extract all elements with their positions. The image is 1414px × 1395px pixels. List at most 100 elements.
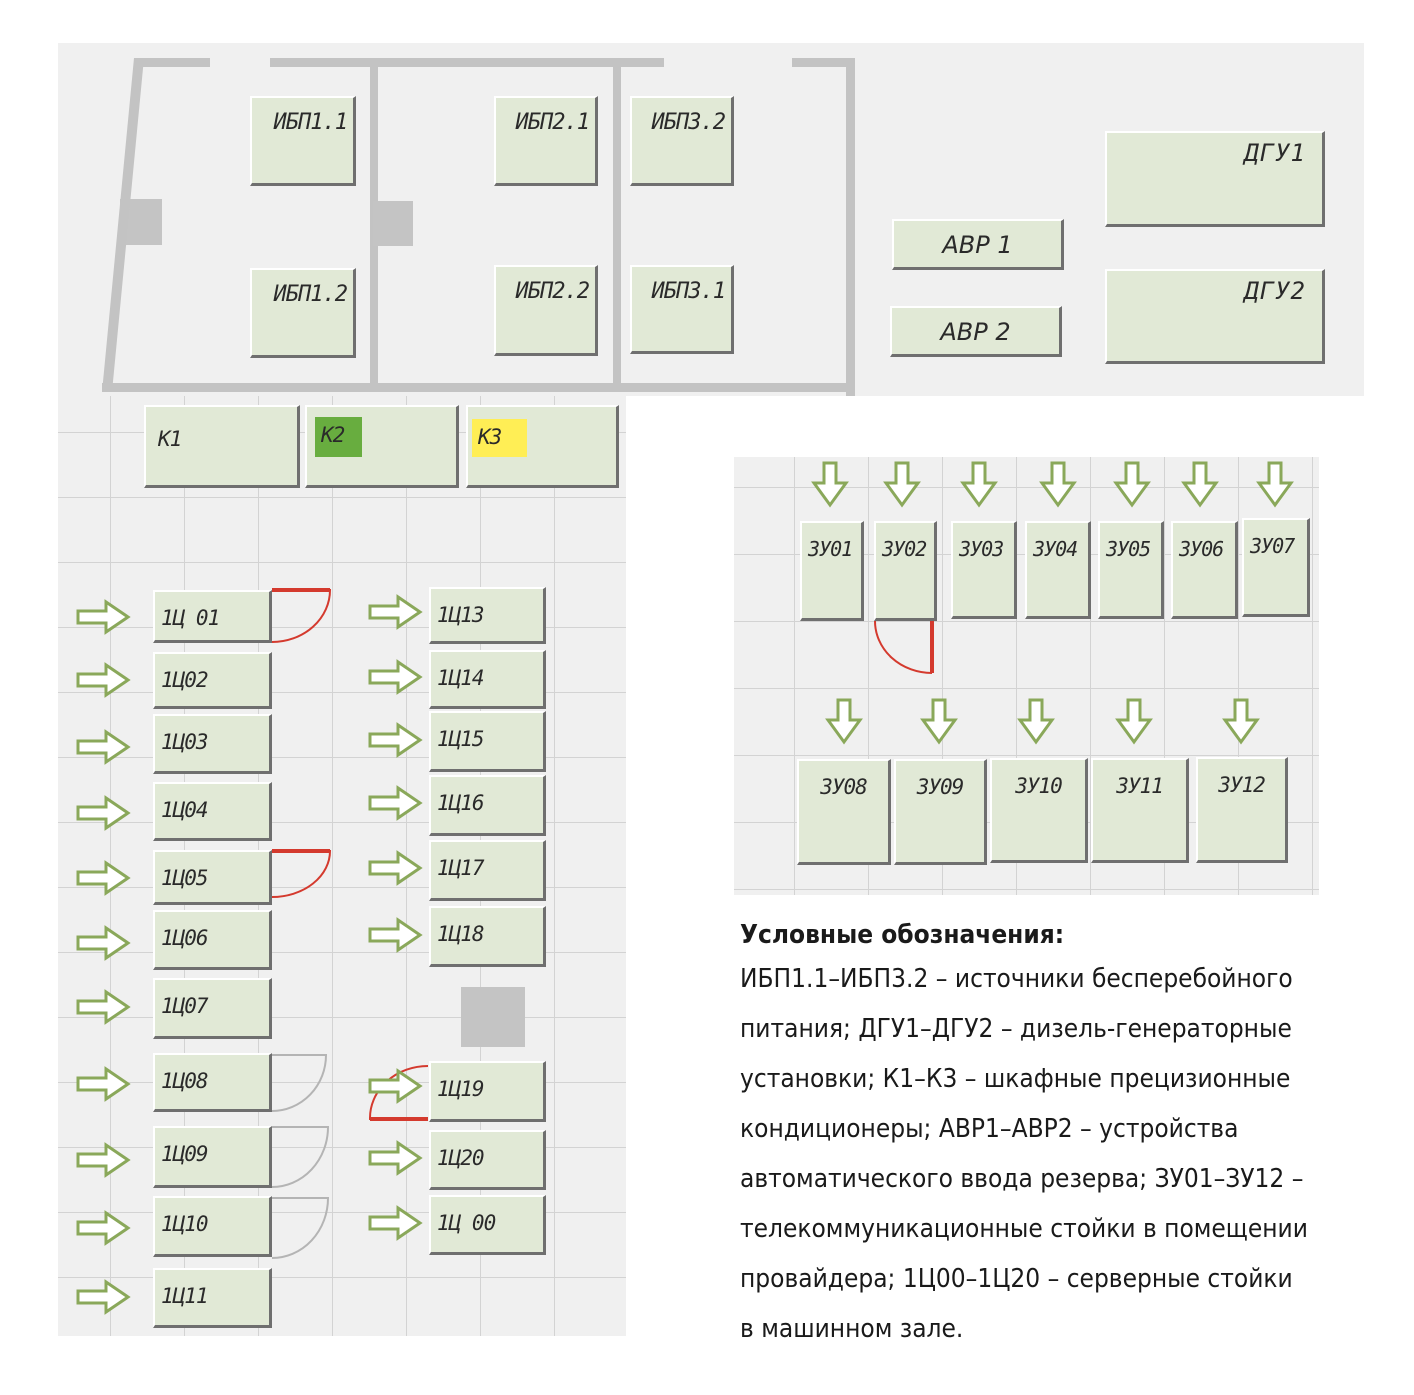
- telecom-rack[interactable]: ЗУ11: [1091, 758, 1189, 863]
- server-rack[interactable]: 1Ц16: [429, 775, 546, 836]
- rack-label: 1Ц03: [161, 730, 209, 754]
- legend: Условные обозначения: ИБП1.1–ИБП3.2 – ис…: [740, 910, 1400, 1354]
- telecom-rack[interactable]: ЗУ04: [1025, 521, 1091, 619]
- telecom-label: ЗУ03: [959, 537, 1004, 561]
- server-rack[interactable]: 1Ц14: [429, 650, 546, 709]
- ups-label: ИБП3.1: [651, 279, 726, 304]
- dgu-label: ДГУ2: [1244, 277, 1306, 305]
- telecom-rack[interactable]: ЗУ02: [874, 521, 937, 621]
- server-rack[interactable]: 1Ц 00: [429, 1195, 546, 1255]
- server-rack[interactable]: 1Ц15: [429, 711, 546, 772]
- telecom-rack[interactable]: ЗУ01: [800, 521, 864, 621]
- avr-label: АВР 2: [940, 318, 1011, 346]
- ups-label: ИБП2.2: [515, 279, 590, 304]
- ups-unit[interactable]: ИБП3.1: [630, 265, 734, 354]
- conditioner-label: К2: [315, 417, 363, 457]
- wall-top-right: [792, 58, 854, 67]
- telecom-label: ЗУ05: [1106, 537, 1151, 561]
- telecom-label: ЗУ06: [1179, 537, 1224, 561]
- telecom-label: ЗУ04: [1033, 537, 1078, 561]
- ups-unit[interactable]: ИБП3.2: [630, 96, 734, 186]
- rack-label: 1Ц08: [161, 1069, 209, 1093]
- telecom-rack[interactable]: ЗУ12: [1196, 757, 1288, 863]
- avr-unit[interactable]: АВР 2: [890, 306, 1062, 357]
- server-rack[interactable]: 1Ц07: [153, 978, 272, 1039]
- telecom-rack[interactable]: ЗУ06: [1171, 521, 1238, 619]
- telecom-rack[interactable]: ЗУ07: [1242, 518, 1310, 617]
- legend-line: кондиционеры; АВР1–АВР2 – устройства: [740, 1114, 1239, 1144]
- dgu-label: ДГУ1: [1244, 139, 1306, 167]
- server-rack[interactable]: 1Ц05: [153, 850, 272, 905]
- conditioner-unit[interactable]: К1: [144, 405, 300, 488]
- power-room-panel: ИБП1.1 ИБП1.2 ИБП2.1 ИБП2.2 ИБП3.2 ИБП3.…: [58, 43, 1364, 396]
- rack-label: 1Ц 00: [437, 1211, 496, 1235]
- rack-label: 1Ц 01: [161, 606, 220, 630]
- server-rack[interactable]: 1Ц 01: [153, 590, 272, 643]
- rack-label: 1Ц19: [437, 1077, 485, 1101]
- telecom-label: ЗУ09: [916, 775, 965, 799]
- telecom-rack[interactable]: ЗУ03: [951, 521, 1017, 619]
- rack-label: 1Ц05: [161, 866, 209, 890]
- conditioner-unit[interactable]: К3: [466, 405, 619, 488]
- legend-line: в машинном зале.: [740, 1314, 964, 1344]
- server-rack[interactable]: 1Ц10: [153, 1196, 272, 1257]
- server-rack[interactable]: 1Ц03: [153, 714, 272, 774]
- telecom-rack[interactable]: ЗУ05: [1098, 521, 1164, 619]
- rack-label: 1Ц20: [437, 1146, 485, 1170]
- column-block-1: [120, 199, 162, 245]
- server-rack[interactable]: 1Ц08: [153, 1053, 272, 1112]
- server-rack[interactable]: 1Ц11: [153, 1268, 272, 1328]
- ups-unit[interactable]: ИБП2.2: [494, 265, 598, 356]
- server-rack[interactable]: 1Ц20: [429, 1130, 546, 1190]
- server-rack[interactable]: 1Ц09: [153, 1126, 272, 1188]
- ups-label: ИБП1.1: [273, 110, 348, 135]
- telecom-label: ЗУ01: [808, 537, 853, 561]
- rack-label: 1Ц11: [161, 1284, 209, 1308]
- legend-line: телекоммуникационные стойки в помещении: [740, 1214, 1308, 1244]
- rack-label: 1Ц18: [437, 922, 485, 946]
- rack-label: 1Ц04: [161, 798, 209, 822]
- wall-top-mid: [270, 58, 664, 67]
- ups-unit[interactable]: ИБП1.2: [250, 268, 356, 358]
- server-rack[interactable]: 1Ц13: [429, 587, 546, 644]
- wall-top-left: [136, 58, 210, 67]
- ups-label: ИБП1.2: [273, 282, 348, 307]
- conditioner-label: К1: [158, 427, 182, 451]
- dgu-unit[interactable]: ДГУ2: [1105, 269, 1325, 364]
- server-rack[interactable]: 1Ц18: [429, 906, 546, 967]
- legend-title: Условные обозначения:: [740, 920, 1065, 950]
- ups-label: ИБП3.2: [651, 110, 726, 135]
- avr-unit[interactable]: АВР 1: [892, 219, 1064, 270]
- telecom-label: ЗУ07: [1250, 534, 1295, 558]
- telecom-rack[interactable]: ЗУ09: [894, 759, 987, 865]
- telecom-label: ЗУ10: [1015, 774, 1063, 798]
- telecom-rack[interactable]: ЗУ08: [797, 759, 891, 865]
- server-rack[interactable]: 1Ц06: [153, 910, 272, 970]
- legend-line: ИБП1.1–ИБП3.2 – источники бесперебойного: [740, 964, 1293, 994]
- telecom-label: ЗУ12: [1218, 773, 1266, 797]
- server-rack[interactable]: 1Ц19: [429, 1061, 546, 1122]
- wall-bottom: [102, 383, 855, 392]
- rack-label: 1Ц06: [161, 926, 209, 950]
- dgu-unit[interactable]: ДГУ1: [1105, 131, 1325, 227]
- server-rack[interactable]: 1Ц17: [429, 840, 546, 901]
- rack-label: 1Ц10: [161, 1212, 209, 1236]
- ups-unit[interactable]: ИБП1.1: [250, 96, 356, 186]
- legend-line: питания; ДГУ1–ДГУ2 – дизель-генераторные: [740, 1014, 1292, 1044]
- conditioner-unit[interactable]: К2: [305, 405, 459, 488]
- rack-label: 1Ц13: [437, 603, 485, 627]
- wall-right: [846, 58, 855, 396]
- telecom-label: ЗУ02: [882, 537, 927, 561]
- telecom-rack[interactable]: ЗУ10: [990, 758, 1088, 863]
- rack-label: 1Ц14: [437, 666, 485, 690]
- server-rack[interactable]: 1Ц04: [153, 782, 272, 841]
- server-rack[interactable]: 1Ц02: [153, 652, 272, 709]
- rack-label: 1Ц09: [161, 1142, 209, 1166]
- conditioner-label: К3: [472, 419, 528, 457]
- ups-unit[interactable]: ИБП2.1: [494, 96, 598, 186]
- column-block-hall: [461, 987, 525, 1047]
- avr-label: АВР 1: [942, 231, 1013, 259]
- telecom-label: ЗУ08: [820, 775, 868, 799]
- telecom-label: ЗУ11: [1116, 774, 1164, 798]
- column-block-2: [373, 201, 413, 246]
